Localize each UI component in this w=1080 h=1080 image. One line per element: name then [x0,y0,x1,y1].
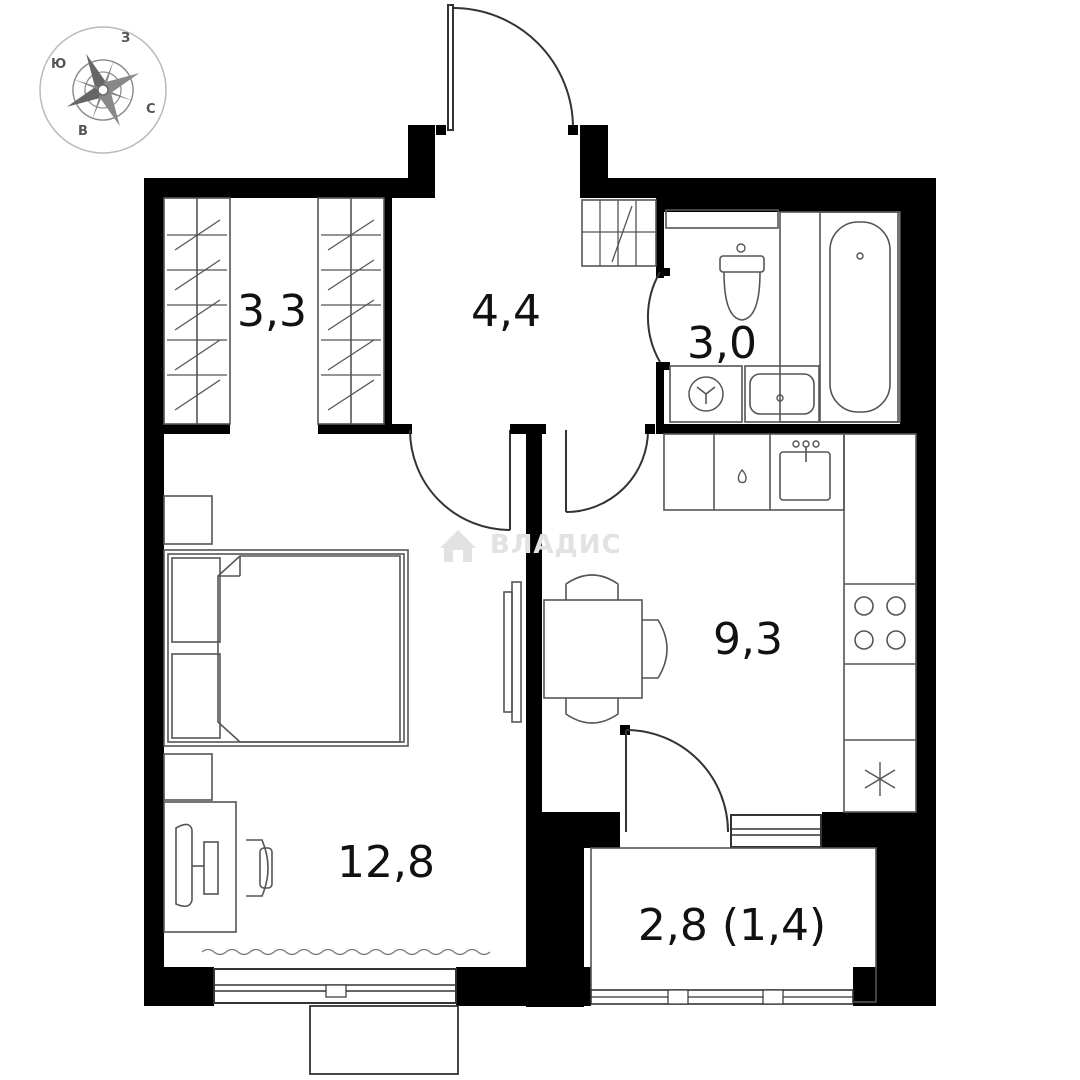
kitchen-area-label: 9,3 [713,614,783,665]
snowflake-icon [864,762,896,796]
bedroom-area-label: 12,8 [337,837,435,888]
bathroom-room: 3,0 [646,209,901,423]
hall-area-label: 4,4 [471,286,541,337]
stove [854,596,906,650]
kitchen-sink [779,440,831,501]
washing-machine [669,365,743,423]
compass-east-label: В [78,124,88,139]
dining-table [543,574,668,724]
bathroom-area-label: 3,0 [687,318,757,369]
interior-walls [164,198,916,812]
toilet [719,243,765,321]
wardrobe-area-label: 3,3 [237,286,307,337]
watermark-text: ВЛАДИС [490,530,622,560]
balcony-room: 2,8 (1,4) [590,847,877,1005]
watermark: ВЛАДИС [440,530,622,562]
wardrobe-room: 3,3 [163,197,385,425]
exterior-walls [144,125,936,1007]
kitchen-room: 9,3 [543,433,917,833]
compass-south-label: Ю [51,57,66,72]
kitchen-balcony-window [730,814,822,848]
bedroom-window [213,968,459,1075]
compass-north-label: С [146,102,156,117]
compass: З Ю С В [39,26,167,154]
bathroom-sink [744,365,820,423]
entrance-door [436,4,578,135]
house-logo-icon [440,530,476,562]
bathtub [819,211,901,423]
compass-rose-icon [66,53,140,127]
bedroom-room: 12,8 [163,495,522,956]
balcony-area-label: 2,8 (1,4) [638,900,826,951]
desk [163,801,237,933]
compass-west-label: З [121,31,130,46]
desk-chair [246,839,273,897]
hall-room: 4,4 [402,199,657,531]
bed [163,549,409,747]
